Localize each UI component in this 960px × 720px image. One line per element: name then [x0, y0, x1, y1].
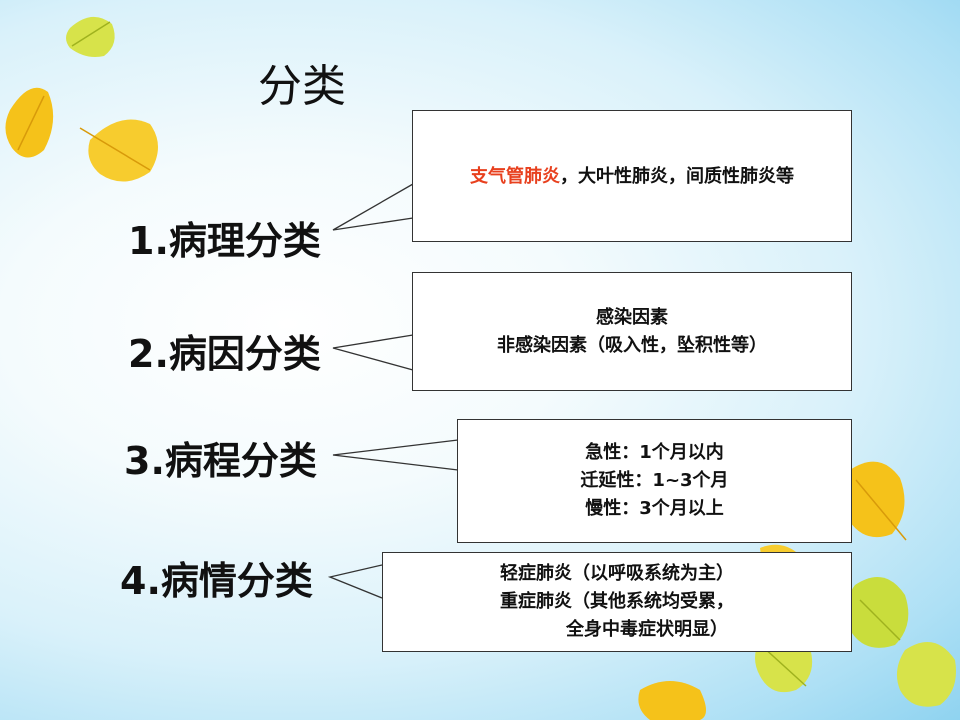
leaf-icon — [66, 16, 115, 57]
category-severity-box: 轻症肺炎（以呼吸系统为主） 重症肺炎（其他系统均受累， 全身中毒症状明显） — [382, 552, 852, 652]
box-text: ，大叶性肺炎，间质性肺炎等 — [560, 166, 794, 187]
leaf-icon — [79, 119, 158, 182]
leaf-icon — [638, 681, 706, 720]
box-line: 非感染因素（吸入性，坠积性等） — [497, 334, 767, 356]
leaf-icon — [846, 577, 909, 648]
box-line: 感染因素 — [596, 306, 668, 328]
category-etiology-label: 2.病因分类 — [128, 332, 321, 376]
leaf-icon — [5, 87, 54, 158]
category-severity-label: 4.病情分类 — [120, 559, 313, 603]
box-line: 慢性：3个月以上 — [585, 498, 724, 519]
category-pathology-box: 支气管肺炎，大叶性肺炎，间质性肺炎等 — [412, 110, 852, 242]
leaf-icon — [843, 461, 907, 541]
box-line: 全身中毒症状明显） — [566, 619, 728, 640]
box-line: 迁延性：1~3个月 — [580, 470, 729, 491]
box-line: 重症肺炎（其他系统均受累， — [500, 591, 734, 612]
box-line: 急性：1个月以内 — [585, 442, 724, 463]
highlight-text: 支气管肺炎 — [470, 166, 560, 187]
category-etiology-box: 感染因素 非感染因素（吸入性，坠积性等） — [412, 272, 852, 391]
box-line: 轻症肺炎（以呼吸系统为主） — [500, 563, 734, 584]
leaf-icon — [896, 642, 956, 707]
category-course-box: 急性：1个月以内 迁延性：1~3个月 慢性：3个月以上 — [457, 419, 852, 543]
slide-title: 分类 — [258, 61, 346, 112]
box-line: 支气管肺炎，大叶性肺炎，间质性肺炎等 — [470, 163, 794, 191]
category-course-label: 3.病程分类 — [124, 439, 317, 483]
category-pathology-label: 1.病理分类 — [128, 219, 321, 263]
